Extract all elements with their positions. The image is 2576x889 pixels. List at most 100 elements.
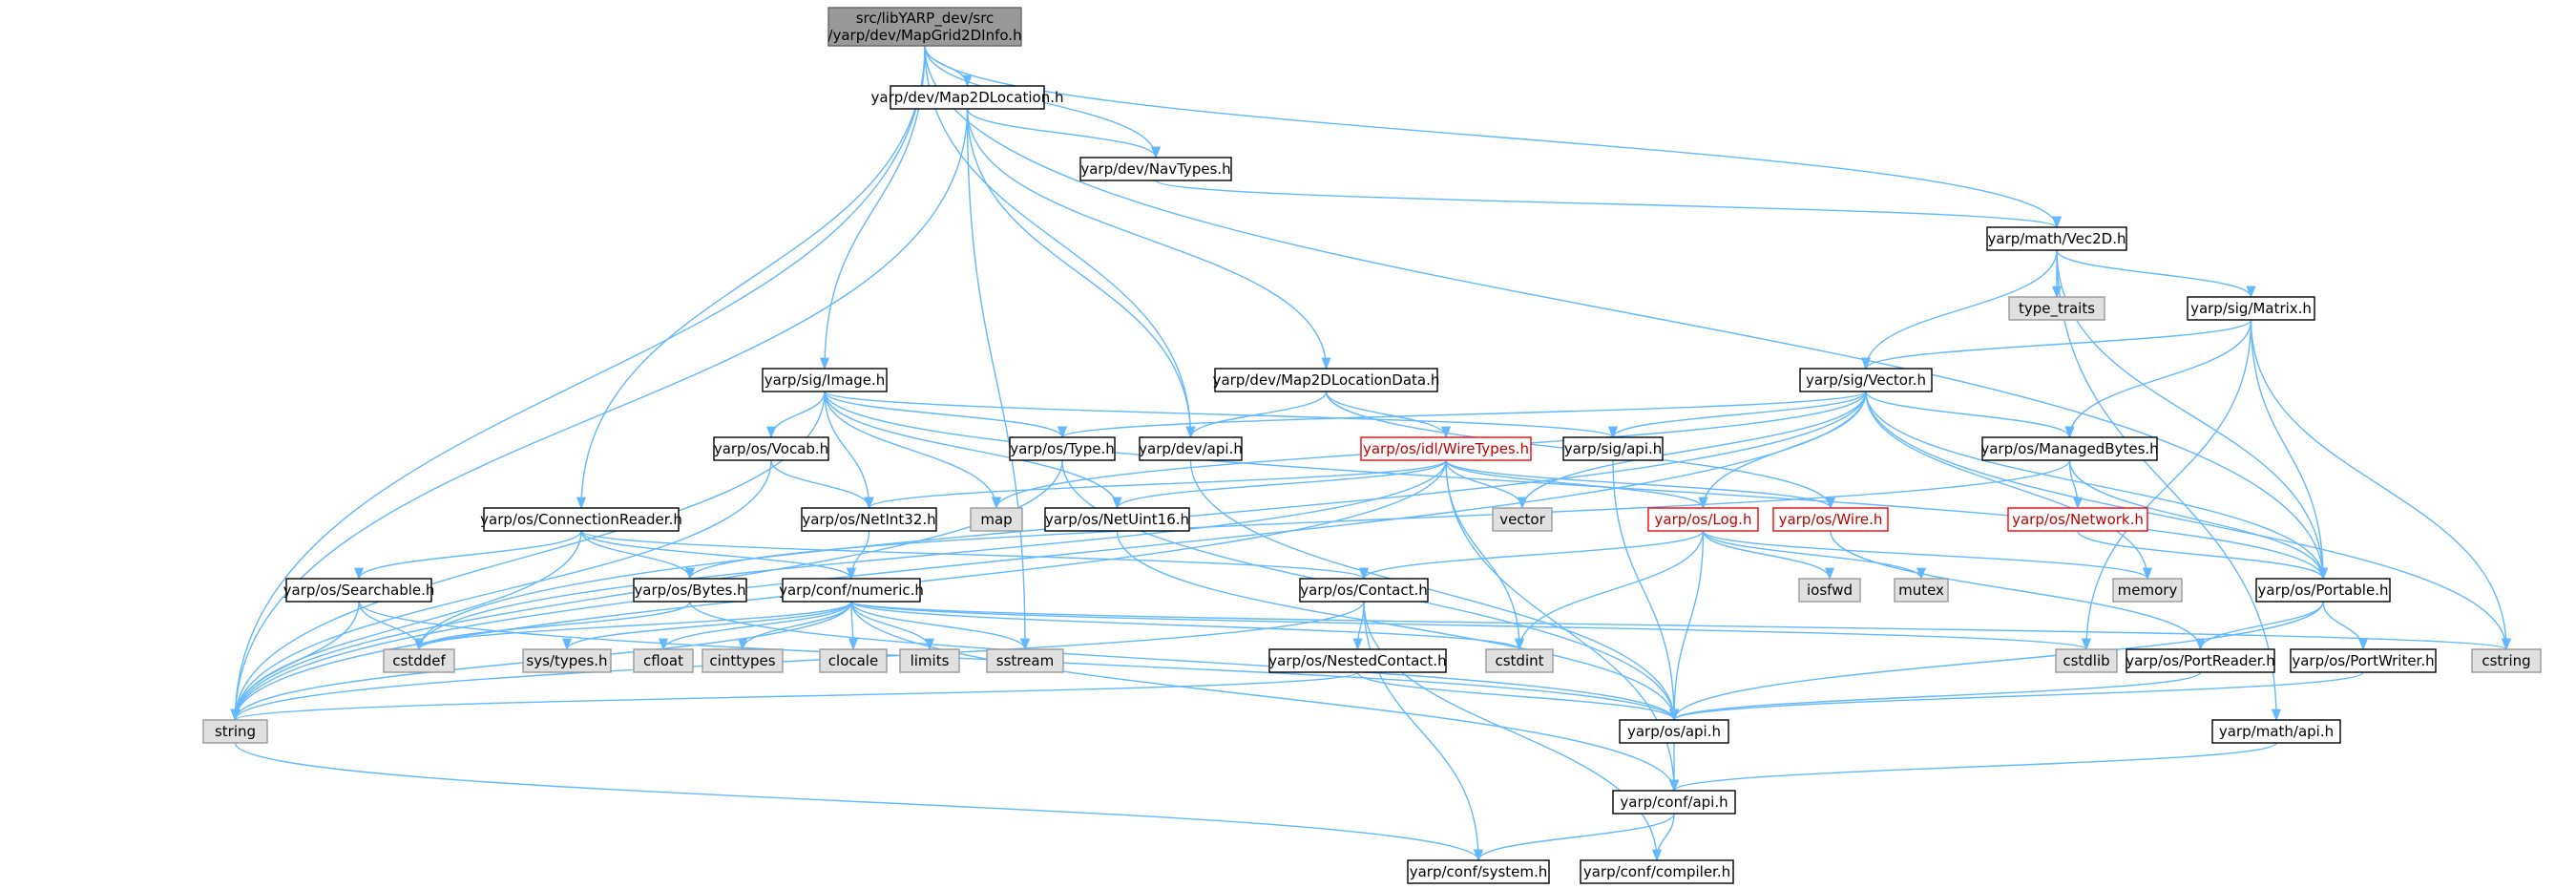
edge-image-to-vocab <box>765 391 826 439</box>
node-contact-label: yarp/os/Contact.h <box>1300 582 1428 599</box>
node-vocab[interactable]: yarp/os/Vocab.h <box>713 436 829 461</box>
node-netint32-label: yarp/os/NetInt32.h <box>802 511 935 528</box>
node-bytes[interactable]: yarp/os/Bytes.h <box>633 578 747 603</box>
node-netuint16[interactable]: yarp/os/NetUint16.h <box>1044 507 1190 532</box>
node-vec2d[interactable]: yarp/math/Vec2D.h <box>1986 226 2127 251</box>
edge-image-to-type <box>824 391 1067 439</box>
node-sigapi-label: yarp/sig/api.h <box>1564 440 1663 457</box>
edge-image-to-netuint16 <box>824 391 1122 510</box>
node-sigapi[interactable]: yarp/sig/api.h <box>1562 436 1664 461</box>
node-osapi-label: yarp/os/api.h <box>1627 723 1721 740</box>
edge-map2dlocation-to-navtypes <box>966 108 1161 159</box>
node-mutex-label: mutex <box>1898 582 1944 599</box>
node-portreader-box <box>2126 648 2275 673</box>
edge-matrix-to-vector <box>1861 319 2252 370</box>
edge-confapi-to-system <box>1474 813 1675 862</box>
node-map-label: map <box>980 511 1012 528</box>
edge-connectionreader-to-contact <box>580 530 1369 581</box>
edge-numeric-to-sstream <box>850 601 1030 651</box>
edge-devapi-to-osapi <box>1189 459 1679 722</box>
node-vector[interactable]: yarp/sig/Vector.h <box>1799 368 1933 392</box>
edge-vector-to-vector_std <box>1518 391 1867 510</box>
node-network[interactable]: yarp/os/Network.h <box>2007 507 2148 532</box>
edge-connectionreader-to-string <box>230 530 582 722</box>
edge-portable-to-portwriter <box>2322 601 2369 651</box>
edge-string-to-system <box>234 742 1483 862</box>
node-matrix[interactable]: yarp/sig/Matrix.h <box>2187 296 2315 321</box>
node-image-label: yarp/sig/Image.h <box>764 371 886 389</box>
edge-contact-to-system <box>1363 601 1484 862</box>
node-mathapi[interactable]: yarp/math/api.h <box>2211 719 2341 744</box>
node-type[interactable]: yarp/os/Type.h <box>1009 436 1116 461</box>
edge-root-to-connectionreader <box>576 45 926 510</box>
node-managedbytes[interactable]: yarp/os/ManagedBytes.h <box>1980 436 2159 461</box>
node-portreader[interactable]: yarp/os/PortReader.h <box>2126 648 2275 673</box>
node-cstdint: cstdint <box>1485 648 1554 673</box>
node-connectionreader-box <box>483 507 680 532</box>
node-system-box <box>1407 859 1550 884</box>
node-cstdlib-label: cstdlib <box>2063 652 2109 669</box>
edge-managedbytes-to-bytes <box>685 459 2071 581</box>
node-wire[interactable]: yarp/os/Wire.h <box>1772 507 1889 532</box>
node-numeric-label: yarp/conf/numeric.h <box>779 582 924 599</box>
node-connectionreader[interactable]: yarp/os/ConnectionReader.h <box>480 507 682 532</box>
node-map2dlocationdata-label: yarp/dev/Map2DLocationData.h <box>1213 371 1440 389</box>
edge-vector-to-memory <box>1865 391 2153 581</box>
node-cinttypes: cinttypes <box>702 648 784 673</box>
edge-log-to-contact <box>1359 530 1705 581</box>
node-searchable[interactable]: yarp/os/Searchable.h <box>283 578 435 603</box>
edge-portreader-to-osapi <box>1669 671 2202 722</box>
edge-bytes-to-osapi <box>689 601 1679 722</box>
edges-layer <box>230 45 2512 862</box>
node-netint32-box <box>801 507 937 532</box>
node-vec2d-label: yarp/math/Vec2D.h <box>1988 230 2126 247</box>
node-root[interactable]: src/libYARP_dev/src/yarp/dev/MapGrid2DIn… <box>827 7 1022 47</box>
node-map2dlocationdata[interactable]: yarp/dev/Map2DLocationData.h <box>1213 368 1440 392</box>
node-map2dlocation-box <box>890 85 1045 110</box>
edge-log-to-iosfwd <box>1702 530 1834 581</box>
node-navtypes-box <box>1079 157 1232 181</box>
node-vec2d-box <box>1986 226 2127 251</box>
node-netint32[interactable]: yarp/os/NetInt32.h <box>801 507 937 532</box>
node-confapi[interactable]: yarp/conf/api.h <box>1612 790 1736 815</box>
node-vocab-label: yarp/os/Vocab.h <box>714 440 828 457</box>
node-portwriter[interactable]: yarp/os/PortWriter.h <box>2290 648 2437 673</box>
node-compiler[interactable]: yarp/conf/compiler.h <box>1580 859 1734 884</box>
node-searchable-box <box>285 578 432 603</box>
node-log-label: yarp/os/Log.h <box>1655 511 1752 528</box>
edge-managedbytes-to-portable <box>2068 459 2328 581</box>
node-devapi[interactable]: yarp/dev/api.h <box>1139 436 1243 461</box>
node-numeric[interactable]: yarp/conf/numeric.h <box>779 578 924 603</box>
node-nestedcontact[interactable]: yarp/os/NestedContact.h <box>1268 648 1447 673</box>
edge-connectionreader-to-searchable <box>354 530 582 581</box>
node-sstream: sstream <box>986 648 1064 673</box>
node-numeric-box <box>782 578 921 603</box>
node-sstream-box <box>986 648 1064 673</box>
node-log[interactable]: yarp/os/Log.h <box>1647 507 1759 532</box>
node-navtypes[interactable]: yarp/dev/NavTypes.h <box>1079 157 1232 181</box>
node-map2dlocation-label: yarp/dev/Map2DLocation.h <box>871 89 1064 106</box>
node-compiler-label: yarp/conf/compiler.h <box>1583 863 1730 880</box>
edge-numeric-to-limits <box>850 601 935 651</box>
node-contact[interactable]: yarp/os/Contact.h <box>1299 578 1429 603</box>
edge-vector-to-type <box>1058 391 1867 439</box>
node-osapi[interactable]: yarp/os/api.h <box>1619 719 1729 744</box>
node-compiler-box <box>1580 859 1734 884</box>
node-navtypes-label: yarp/dev/NavTypes.h <box>1080 160 1230 178</box>
edge-connectionreader-to-numeric <box>580 530 856 581</box>
edge-map2dlocation-to-string <box>230 108 969 722</box>
node-wiretypes[interactable]: yarp/os/idl/WireTypes.h <box>1360 436 1532 461</box>
node-cstdlib: cstdlib <box>2055 648 2118 673</box>
edge-connectionreader-to-bytes <box>580 530 695 581</box>
edge-matrix-to-managedbytes <box>2064 319 2252 439</box>
node-portable-box <box>2255 578 2391 603</box>
node-portable[interactable]: yarp/os/Portable.h <box>2255 578 2391 603</box>
edge-vec2d-to-matrix <box>2056 249 2256 299</box>
edge-numeric-to-cstdlib <box>850 601 2091 651</box>
node-cfloat: cfloat <box>633 648 694 673</box>
node-image[interactable]: yarp/sig/Image.h <box>762 368 888 392</box>
node-map-box <box>970 507 1023 532</box>
node-system[interactable]: yarp/conf/system.h <box>1407 859 1550 884</box>
node-wire-box <box>1772 507 1889 532</box>
node-map2dlocation[interactable]: yarp/dev/Map2DLocation.h <box>871 85 1064 110</box>
